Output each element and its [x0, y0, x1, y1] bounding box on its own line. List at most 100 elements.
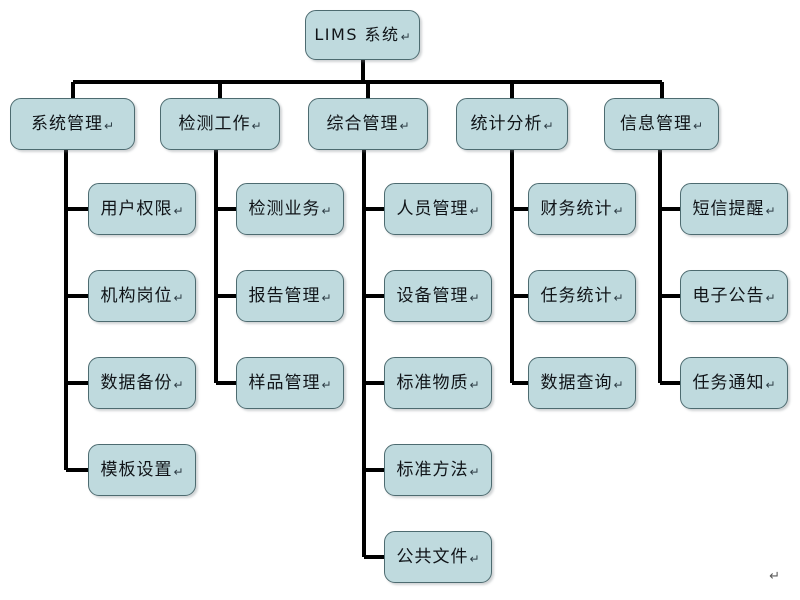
- node-label: 电子公告: [692, 285, 765, 306]
- node-label: 统计分析: [470, 113, 543, 134]
- child-node-0-1[interactable]: 机构岗位↵: [88, 270, 196, 322]
- branch-spine-connector-1: [214, 150, 218, 383]
- branch-node-4[interactable]: 信息管理↵: [604, 98, 719, 150]
- return-mark-icon: ↵: [321, 291, 332, 305]
- child-node-1-2[interactable]: 样品管理↵: [236, 357, 344, 409]
- child-node-1-0[interactable]: 检测业务↵: [236, 183, 344, 235]
- return-mark-icon: ↵: [103, 119, 115, 133]
- child-stub-connector-2-4: [364, 555, 384, 559]
- return-mark-icon: ↵: [613, 204, 624, 218]
- return-mark-icon: ↵: [173, 378, 184, 392]
- child-node-4-0[interactable]: 短信提醒↵: [680, 183, 788, 235]
- return-mark-icon: ↵: [613, 291, 624, 305]
- child-stub-connector-2-0: [364, 207, 384, 211]
- branch-drop-connector-4: [659, 82, 664, 98]
- node-label: 数据查询: [540, 372, 613, 393]
- branch-node-1[interactable]: 检测工作↵: [160, 98, 280, 150]
- child-node-3-1[interactable]: 任务统计↵: [528, 270, 636, 322]
- node-label: 设备管理: [396, 285, 469, 306]
- node-label: 用户权限: [100, 198, 173, 219]
- child-node-3-2[interactable]: 数据查询↵: [528, 357, 636, 409]
- node-label: 人员管理: [396, 198, 469, 219]
- return-mark-icon: ↵: [765, 378, 776, 392]
- child-node-2-1[interactable]: 设备管理↵: [384, 270, 492, 322]
- child-stub-connector-0-1: [66, 294, 88, 298]
- root-node-lims[interactable]: LIMS 系统↵: [305, 10, 420, 60]
- node-label: 检测业务: [248, 198, 321, 219]
- child-node-0-0[interactable]: 用户权限↵: [88, 183, 196, 235]
- node-label: 财务统计: [540, 198, 613, 219]
- child-stub-connector-0-3: [66, 468, 88, 472]
- node-label: 短信提醒: [692, 198, 765, 219]
- branch-drop-connector-2: [366, 82, 370, 98]
- branch-spine-connector-0: [64, 150, 68, 470]
- child-node-4-1[interactable]: 电子公告↵: [680, 270, 788, 322]
- node-label: 标准物质: [396, 372, 469, 393]
- return-mark-icon: ↵: [321, 378, 332, 392]
- child-stub-connector-2-2: [364, 381, 384, 385]
- branch-spine-connector-3: [510, 150, 514, 383]
- branch-node-0[interactable]: 系统管理↵: [10, 98, 135, 150]
- child-stub-connector-1-0: [216, 207, 236, 211]
- child-stub-connector-3-2: [512, 381, 528, 385]
- return-mark-icon: ↵: [321, 204, 332, 218]
- return-mark-icon: ↵: [469, 204, 480, 218]
- return-mark-icon: ↵: [692, 119, 704, 133]
- page-end-return-mark: ↵: [769, 569, 780, 584]
- branch-node-3[interactable]: 统计分析↵: [456, 98, 568, 150]
- return-mark-icon: ↵: [173, 291, 184, 305]
- return-mark-icon: ↵: [469, 465, 480, 479]
- return-mark-icon: ↵: [613, 378, 624, 392]
- branch-spine-connector-2: [362, 150, 366, 557]
- node-label: 任务统计: [540, 285, 613, 306]
- child-stub-connector-1-1: [216, 294, 236, 298]
- return-mark-icon: ↵: [399, 119, 410, 133]
- node-label: 系统管理: [30, 113, 103, 134]
- node-label: 样品管理: [248, 372, 321, 393]
- node-label: 报告管理: [248, 285, 321, 306]
- return-mark-icon: ↵: [765, 204, 776, 218]
- node-label: 综合管理: [326, 113, 399, 134]
- node-label: 检测工作: [178, 113, 251, 134]
- child-stub-connector-4-2: [660, 381, 680, 385]
- child-stub-connector-2-1: [364, 294, 384, 298]
- child-stub-connector-0-2: [66, 381, 88, 385]
- node-label: 数据备份: [100, 372, 173, 393]
- child-node-1-1[interactable]: 报告管理↵: [236, 270, 344, 322]
- child-node-2-3[interactable]: 标准方法↵: [384, 444, 492, 496]
- return-mark-icon: ↵: [469, 291, 480, 305]
- branch-node-2[interactable]: 综合管理↵: [308, 98, 428, 150]
- return-mark-icon: ↵: [469, 552, 480, 566]
- return-mark-icon: ↵: [469, 378, 480, 392]
- return-mark-icon: ↵: [173, 204, 184, 218]
- child-node-2-4[interactable]: 公共文件↵: [384, 531, 492, 583]
- child-stub-connector-1-2: [216, 381, 236, 385]
- child-stub-connector-3-1: [512, 294, 528, 298]
- return-mark-icon: ↵: [765, 291, 776, 305]
- root-stem-connector: [360, 60, 365, 82]
- node-label: 标准方法: [396, 459, 469, 480]
- child-stub-connector-0-0: [66, 207, 88, 211]
- child-stub-connector-3-0: [512, 207, 528, 211]
- branch-spine-connector-4: [658, 150, 662, 383]
- child-node-0-2[interactable]: 数据备份↵: [88, 357, 196, 409]
- node-label: 任务通知: [692, 372, 765, 393]
- return-mark-icon: ↵: [251, 119, 262, 133]
- child-node-2-0[interactable]: 人员管理↵: [384, 183, 492, 235]
- return-mark-icon: ↵: [173, 465, 184, 479]
- child-node-2-2[interactable]: 标准物质↵: [384, 357, 492, 409]
- branch-drop-connector-0: [70, 82, 75, 98]
- node-label: 模板设置: [100, 459, 173, 480]
- node-label: 信息管理: [619, 113, 692, 134]
- child-node-4-2[interactable]: 任务通知↵: [680, 357, 788, 409]
- node-label: 公共文件: [396, 546, 469, 567]
- child-stub-connector-2-3: [364, 468, 384, 472]
- branch-drop-connector-3: [510, 82, 514, 98]
- child-stub-connector-4-0: [660, 207, 680, 211]
- node-label: LIMS 系统: [314, 25, 400, 44]
- child-node-3-0[interactable]: 财务统计↵: [528, 183, 636, 235]
- return-mark-icon: ↵: [543, 119, 554, 133]
- child-node-0-3[interactable]: 模板设置↵: [88, 444, 196, 496]
- return-mark-icon: ↵: [400, 30, 411, 44]
- node-label: 机构岗位: [100, 285, 173, 306]
